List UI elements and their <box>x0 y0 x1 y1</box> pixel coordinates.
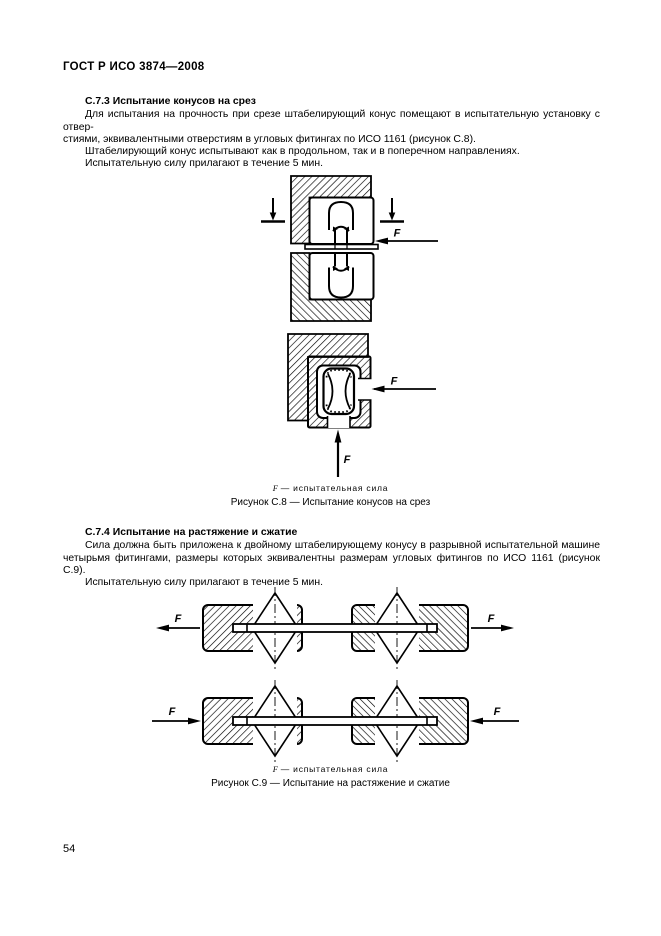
force-label: F <box>494 706 501 718</box>
figure-c8-plan-view: F F <box>287 333 436 477</box>
figure-c8-legend: F— испытательная сила <box>0 483 661 493</box>
section-heading: С.7.3 Испытание конусов на срез <box>85 96 256 107</box>
shear-plate <box>304 243 379 250</box>
legend-text: — испытательная сила <box>280 483 389 493</box>
force-label: F <box>344 454 351 466</box>
cone-plan-view <box>322 367 356 416</box>
force-arrow-right-icon: F <box>471 613 514 632</box>
text-line: Для испытания на прочность при срезе шта… <box>63 109 600 133</box>
figure-c8-caption: Рисунок С.8 — Испытание конусов на срез <box>230 497 431 508</box>
lower-cone-profile <box>328 267 354 299</box>
upper-cone-profile <box>328 200 354 230</box>
force-arrow-left-icon: F <box>152 706 201 725</box>
document-header: ГОСТ Р ИСО 3874—2008 <box>63 61 205 73</box>
upper-fitting-plate <box>308 196 375 245</box>
force-arrow-plan-right-icon: F <box>371 376 436 393</box>
figure-c8-side-view: F <box>261 175 438 322</box>
figure-c9-compression-assembly: F F <box>152 680 519 762</box>
text-line: Сила должна быть приложена к двойному шт… <box>85 540 600 552</box>
double-cone-bar <box>232 716 438 726</box>
page-number: 54 <box>63 843 76 855</box>
double-cone-bar <box>232 623 438 633</box>
figure-c9-caption: Рисунок С.9 — Испытание на растяжение и … <box>211 778 450 789</box>
force-label: F <box>169 706 176 718</box>
section-c74: С.7.4 Испытание на растяжение и сжатие С… <box>63 527 600 589</box>
text-line: Штабелирующий конус испытывают как в про… <box>85 146 520 158</box>
figure-c9-tension-assembly: F F <box>156 587 514 669</box>
text-line: Испытательную силу прилагают в течение 5… <box>85 577 323 589</box>
lower-fitting-plate <box>308 252 375 301</box>
lower-rig-block <box>290 252 372 322</box>
force-label: F <box>488 613 495 625</box>
force-arrow-left-icon: F <box>156 613 200 632</box>
text-line: стиями, эквивалентными отверстиям в угло… <box>63 133 476 145</box>
figure-c9-legend: F— испытательная сила <box>0 764 661 774</box>
legend-text: — испытательная сила <box>280 764 389 774</box>
datum-arrow-right-icon <box>380 198 404 223</box>
datum-arrow-left-icon <box>261 198 285 223</box>
force-symbol: F <box>272 764 279 774</box>
force-label: F <box>391 376 398 388</box>
force-label: F <box>175 613 182 625</box>
force-arrow-side-icon: F <box>375 228 438 245</box>
section-c73: С.7.3 Испытание конусов на срез Для испы… <box>63 96 600 170</box>
force-symbol: F <box>272 483 279 493</box>
section-heading: С.7.4 Испытание на растяжение и сжатие <box>85 527 298 538</box>
force-arrow-plan-up-icon: F <box>334 429 351 477</box>
force-label: F <box>394 228 401 240</box>
text-line: четырьмя фитингами, размеры которых экви… <box>63 552 600 576</box>
force-arrow-right-icon: F <box>470 706 519 725</box>
text-line: Испытательную силу прилагают в течение 5… <box>85 158 323 170</box>
